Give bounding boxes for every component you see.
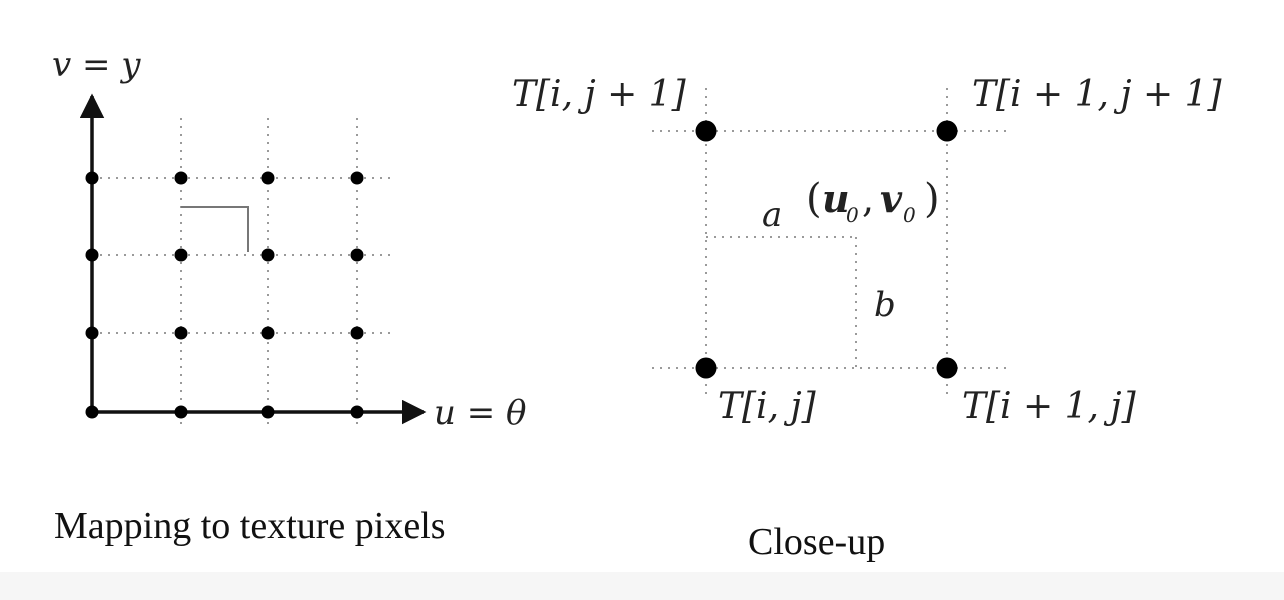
- bottom-band: [0, 572, 1284, 600]
- left-caption: Mapping to texture pixels: [54, 505, 446, 547]
- texel-point: [174, 171, 188, 185]
- texel-point: [350, 248, 364, 262]
- sample-open-paren: (: [806, 176, 822, 222]
- texel-point: [350, 326, 364, 340]
- corner-label-bottom-right: T[i + 1, j]: [962, 386, 1137, 427]
- corner-point-top-left: [695, 120, 717, 142]
- texel-point: [350, 171, 364, 185]
- sample-u-symbol: u: [822, 176, 850, 221]
- offset-a-label: a: [762, 195, 782, 235]
- u-axis-label: u = θ: [434, 393, 526, 433]
- sample-comma: ,: [862, 177, 874, 221]
- texel-point: [85, 248, 99, 262]
- sample-u-subscript: 0: [846, 203, 859, 227]
- texel-point: [174, 248, 188, 262]
- corner-label-top-right: T[i + 1, j + 1]: [972, 74, 1223, 115]
- texel-points: [85, 171, 364, 419]
- texel-point: [174, 326, 188, 340]
- sample-point-label: ( u 0 , v 0 ): [806, 176, 940, 227]
- texel-point: [261, 248, 275, 262]
- right-caption: Close-up: [748, 521, 885, 563]
- sample-v-subscript: 0: [903, 203, 916, 227]
- texel-point: [174, 405, 188, 419]
- corner-label-top-left: T[i, j + 1]: [512, 74, 687, 115]
- texel-point: [261, 326, 275, 340]
- texel-point: [85, 405, 99, 419]
- texture-grid: [92, 118, 392, 428]
- corner-label-bottom-left: T[i, j]: [718, 386, 817, 427]
- sample-v-symbol: v: [880, 176, 903, 221]
- corner-point-bottom-right: [936, 357, 958, 379]
- left-panel: v = y u = θ Mapping to texture pixels: [52, 45, 526, 547]
- texel-point: [85, 326, 99, 340]
- texel-point: [350, 405, 364, 419]
- offset-b-label: b: [874, 285, 896, 325]
- corner-point-top-right: [936, 120, 958, 142]
- sample-cell-marker: [181, 206, 249, 252]
- right-panel: T[i, j + 1] T[i + 1, j + 1] T[i, j] T[i …: [512, 74, 1223, 563]
- sample-close-paren: ): [924, 176, 940, 222]
- v-axis-label: v = y: [52, 45, 141, 85]
- texel-point: [261, 171, 275, 185]
- texel-point: [261, 405, 275, 419]
- corner-point-bottom-left: [695, 357, 717, 379]
- texel-point: [85, 171, 99, 185]
